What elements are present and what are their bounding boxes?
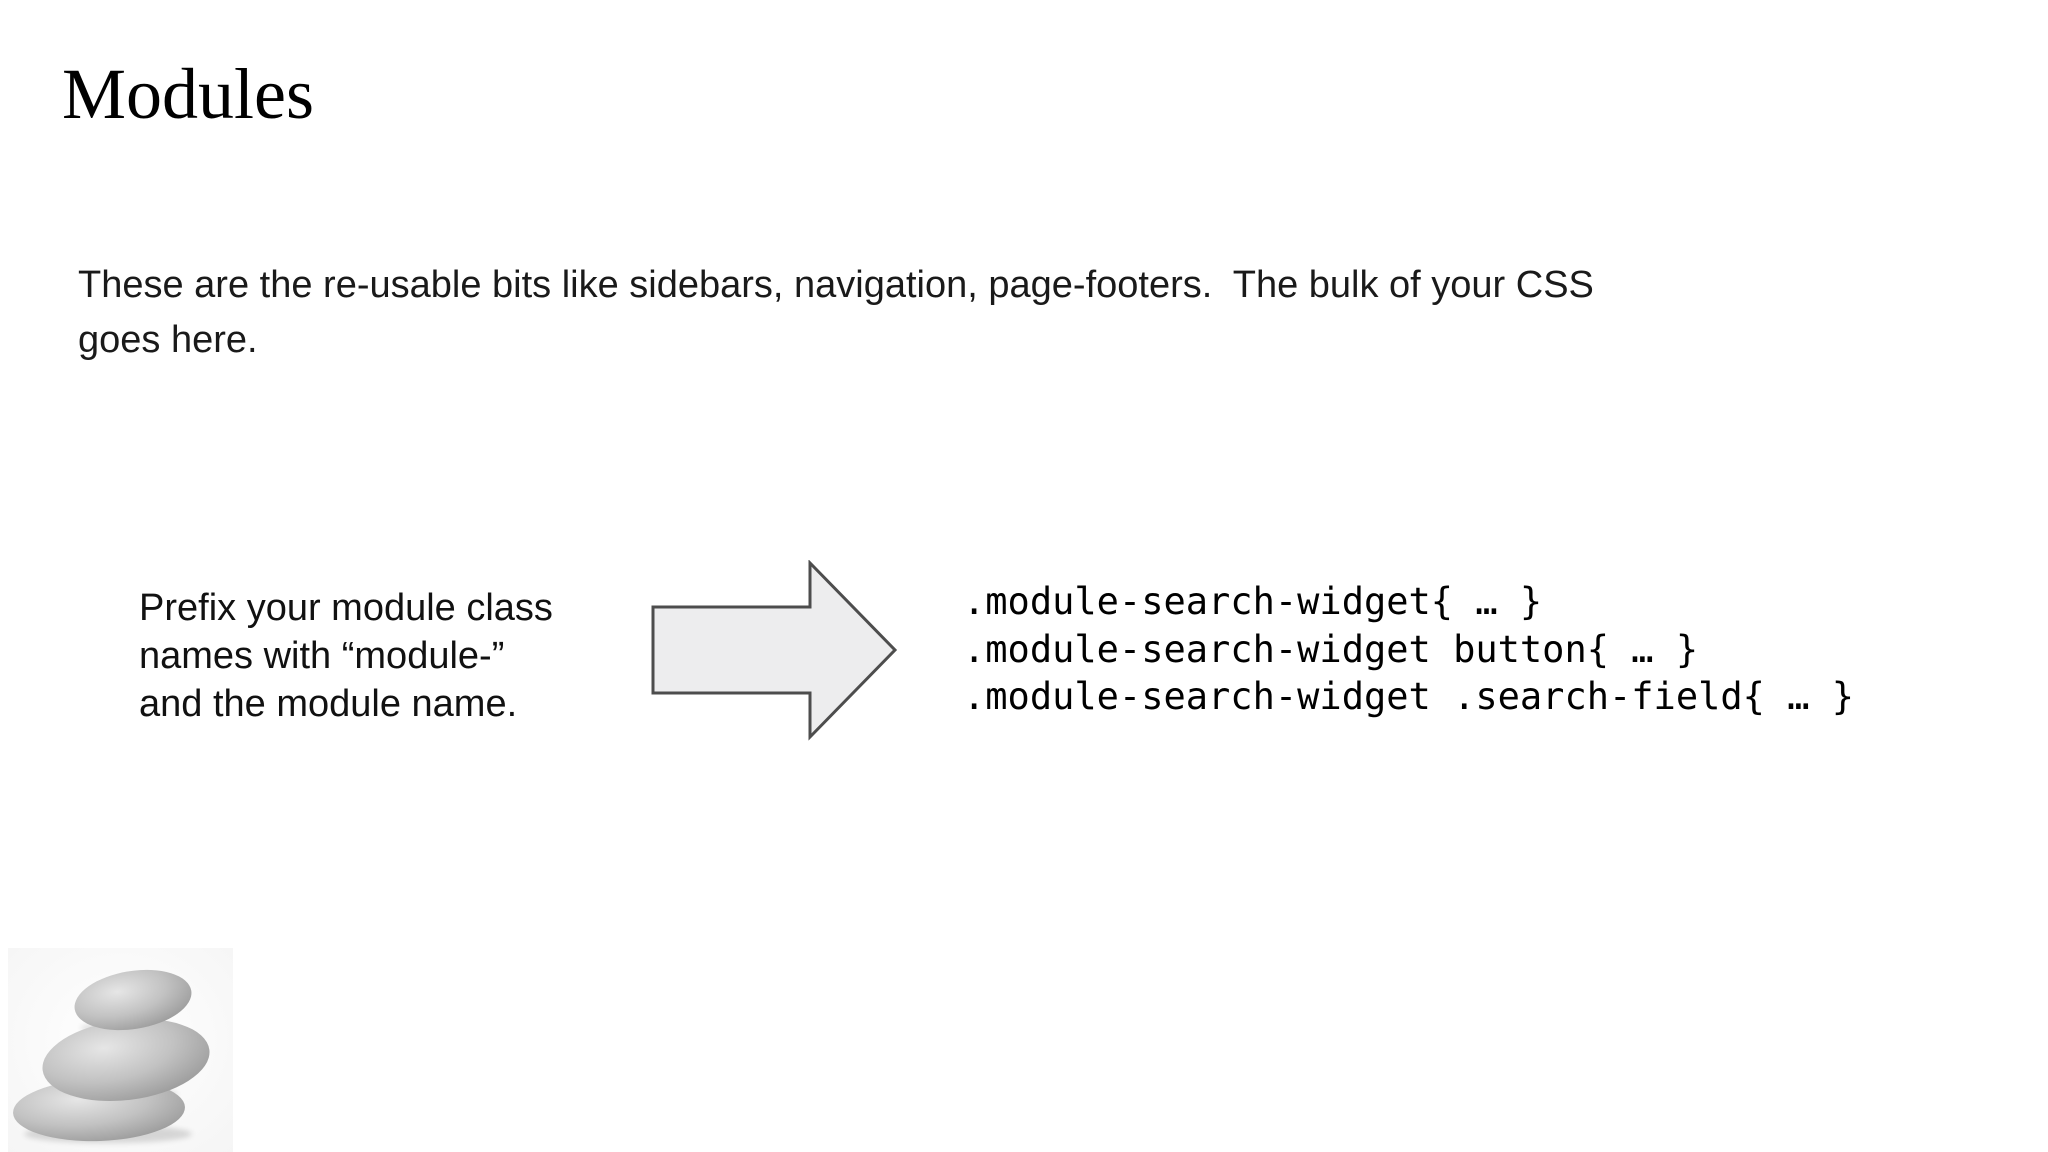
code-line: .module-search-widget{ … } <box>963 580 1543 623</box>
tip-text: Prefix your module class names with “mod… <box>139 587 553 725</box>
right-arrow-icon <box>651 560 898 741</box>
intro-paragraph: These are the re-usable bits like sideba… <box>78 264 1594 361</box>
stacked-stones-image <box>8 948 233 1152</box>
slide-title: Modules <box>62 54 314 134</box>
code-block: .module-search-widget{ … } .module-searc… <box>963 578 1854 721</box>
code-line: .module-search-widget .search-field{ … } <box>963 675 1855 718</box>
code-line: .module-search-widget button{ … } <box>963 627 1699 671</box>
